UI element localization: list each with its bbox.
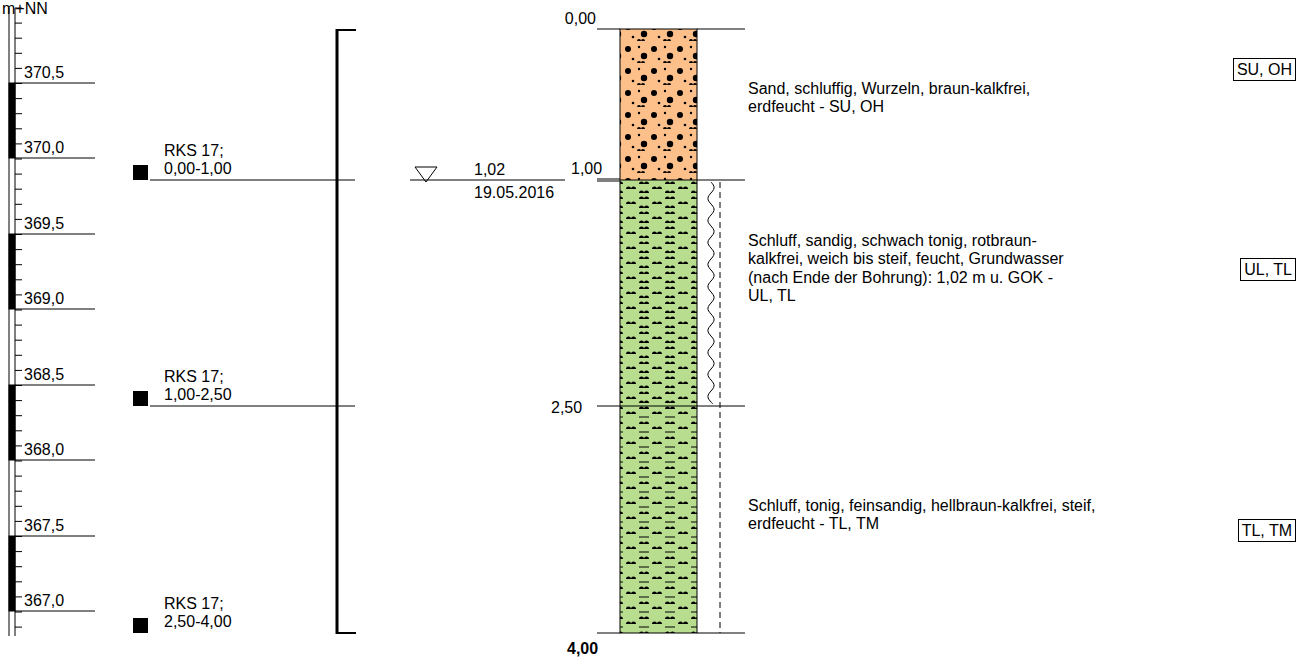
elevation-label: 370,5 xyxy=(24,64,64,82)
elevation-label: 368,0 xyxy=(24,441,64,459)
soil-class-box: TL, TM xyxy=(1238,519,1296,542)
elevation-line xyxy=(15,309,95,310)
sample-label: RKS 17; 2,50-4,00 xyxy=(164,595,256,632)
sampling-bar xyxy=(336,29,356,634)
axis-tick xyxy=(15,551,22,552)
axis-tick xyxy=(15,400,22,401)
axis-tick xyxy=(15,159,22,160)
axis-tick xyxy=(15,294,22,295)
depth-label: 4,00 xyxy=(567,640,598,658)
elevation-line xyxy=(15,234,95,235)
elevation-line xyxy=(15,536,95,537)
axis-tick xyxy=(15,128,22,129)
soil-class-box: SU, OH xyxy=(1233,58,1296,81)
consistency-line xyxy=(720,182,721,633)
axis-tick xyxy=(15,204,22,205)
soil-class-box: UL, TL xyxy=(1240,258,1296,281)
elevation-line xyxy=(15,158,95,159)
axis-tick xyxy=(15,340,22,341)
axis-tick xyxy=(15,415,22,416)
depth-label: 1,00 xyxy=(571,160,602,178)
axis-tick xyxy=(15,491,22,492)
axis-tick xyxy=(15,370,22,371)
axis-tick xyxy=(15,249,22,250)
axis-tick xyxy=(15,279,22,280)
axis-tick xyxy=(15,98,22,99)
elevation-line xyxy=(15,83,95,84)
axis-tick xyxy=(15,461,22,462)
axis-tick xyxy=(15,219,22,220)
elevation-label: 369,5 xyxy=(24,215,64,233)
layer-description: Schluff, tonig, feinsandig, hellbraun-ka… xyxy=(748,497,1096,534)
layer-description: Schluff, sandig, schwach tonig, rotbraun… xyxy=(748,232,1068,306)
axis-tick xyxy=(15,476,22,477)
axis-tick xyxy=(15,189,22,190)
layer-description: Sand, schluffig, Wurzeln, braun-kalkfrei… xyxy=(748,80,1070,117)
wet-zone-line xyxy=(708,182,714,404)
axis-tick xyxy=(15,38,22,39)
axis-tick xyxy=(15,521,22,522)
sample-label: RKS 17; 1,00-2,50 xyxy=(164,368,256,405)
axis-tick xyxy=(15,143,22,144)
axis-tick xyxy=(15,612,22,613)
axis-tick xyxy=(15,430,22,431)
axis-tick xyxy=(15,596,22,597)
axis-tick xyxy=(15,445,22,446)
depth-label: 0,00 xyxy=(565,10,596,28)
elevation-label: 367,5 xyxy=(24,517,64,535)
axis-tick xyxy=(15,325,22,326)
axis-tick xyxy=(15,566,22,567)
groundwater-date: 19.05.2016 xyxy=(474,184,554,202)
elevation-line xyxy=(15,611,95,612)
elevation-label: 367,0 xyxy=(24,592,64,610)
axis-ticks xyxy=(15,8,95,627)
axis-tick xyxy=(15,506,22,507)
elevation-label: 370,0 xyxy=(24,139,64,157)
soil-class: TL, TM xyxy=(1242,522,1292,539)
axis-tick xyxy=(15,53,22,54)
elevation-label: 368,5 xyxy=(24,366,64,384)
soil-class: SU, OH xyxy=(1237,61,1292,78)
sample-markers xyxy=(133,165,355,633)
groundwater-depth: 1,02 xyxy=(474,161,505,179)
soil-column xyxy=(620,29,697,633)
elevation-line xyxy=(15,460,95,461)
axis-tick xyxy=(15,23,22,24)
elevation-axis xyxy=(9,8,15,636)
depth-lines xyxy=(597,29,745,633)
axis-tick xyxy=(15,174,22,175)
axis-tick xyxy=(15,310,22,311)
axis-tick xyxy=(15,264,22,265)
axis-tick xyxy=(15,627,22,628)
elevation-line xyxy=(15,385,95,386)
elevation-label: 369,0 xyxy=(24,290,64,308)
axis-tick xyxy=(15,113,22,114)
axis-tick xyxy=(15,355,22,356)
axis-unit: m+NN xyxy=(2,0,48,18)
axis-tick xyxy=(15,581,22,582)
soil-class: UL, TL xyxy=(1244,261,1292,278)
depth-label: 2,50 xyxy=(551,399,582,417)
sample-label: RKS 17; 0,00-1,00 xyxy=(164,142,256,179)
axis-tick xyxy=(15,68,22,69)
